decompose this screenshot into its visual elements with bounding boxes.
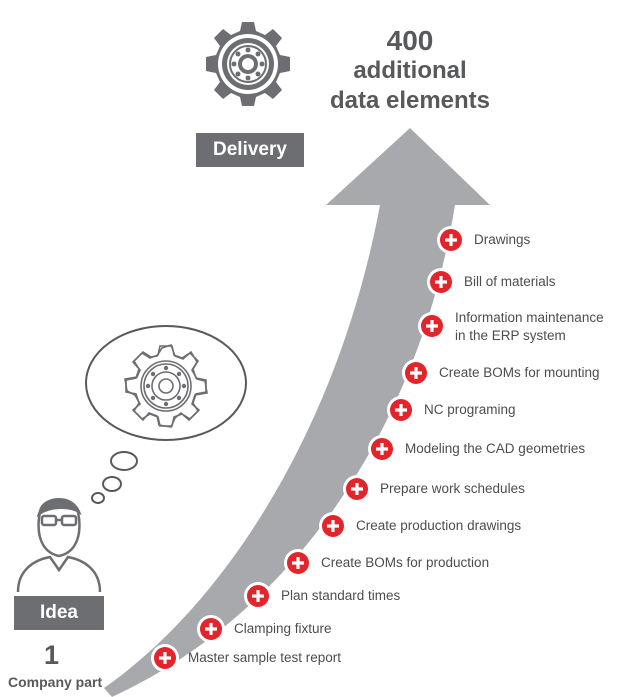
- step-label: Create BOMs for mounting: [439, 365, 600, 380]
- delivery-tag: Delivery: [196, 133, 304, 167]
- gear-icon: [206, 22, 290, 106]
- plus-icon: [151, 644, 179, 672]
- plus-icon: [197, 615, 225, 643]
- plus-icon: [343, 475, 371, 503]
- step-label: Modeling the CAD geometries: [405, 441, 586, 456]
- step-label: Information maintenance in the ERP system: [455, 309, 604, 345]
- plus-icon: [402, 359, 430, 387]
- growth-arrow: [104, 128, 490, 697]
- idea-count: 1: [44, 640, 60, 670]
- step-label: NC programing: [424, 402, 516, 417]
- step-label: Plan standard times: [281, 588, 401, 603]
- plus-icon: [387, 396, 415, 424]
- thought-bubble: [85, 325, 247, 504]
- idea-tag: Idea: [14, 596, 104, 630]
- delivery-headline: 400 additional data elements: [310, 26, 510, 116]
- plus-icon: [437, 226, 465, 254]
- step-label: Drawings: [474, 232, 531, 247]
- step-label: Prepare work schedules: [380, 481, 525, 496]
- step-label: Create production drawings: [356, 518, 522, 533]
- idea-count-label: Company part: [8, 674, 103, 690]
- step-label: Create BOMs for production: [321, 555, 490, 570]
- step-label: Master sample test report: [188, 650, 342, 665]
- sketch-gear-icon: [124, 343, 208, 428]
- delivery-count-line1: additional: [353, 57, 467, 84]
- plus-icon: [418, 312, 446, 340]
- step-label: Clamping fixture: [234, 621, 332, 636]
- plus-icon: [284, 549, 312, 577]
- plus-icon: [368, 435, 396, 463]
- delivery-count-line2: data elements: [329, 87, 491, 114]
- plus-icon: [427, 268, 455, 296]
- plus-icon: [319, 512, 347, 540]
- step-label: Bill of materials: [464, 274, 556, 289]
- step-label-line1: Information maintenance: [455, 310, 604, 325]
- step-label-line2: in the ERP system: [455, 328, 566, 343]
- plus-icon: [244, 582, 272, 610]
- delivery-count: 400: [386, 25, 434, 56]
- person-icon: [16, 498, 102, 593]
